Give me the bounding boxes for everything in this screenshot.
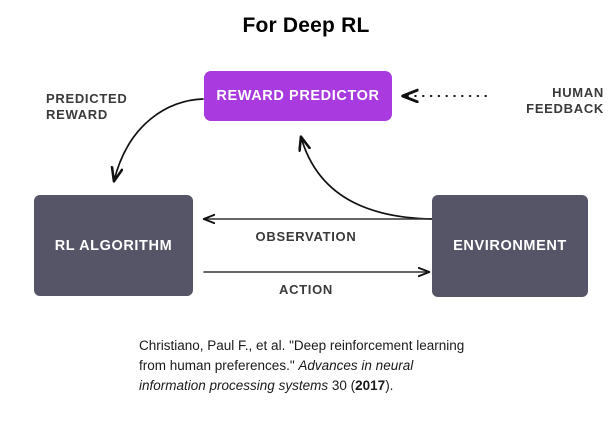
edge-label-human-feedback: HUMAN FEEDBACK bbox=[526, 85, 604, 116]
node-environment[interactable]: ENVIRONMENT bbox=[432, 195, 588, 297]
node-environment-label: ENVIRONMENT bbox=[453, 238, 567, 254]
citation-volume: 30 bbox=[331, 378, 347, 393]
node-reward-predictor[interactable]: REWARD PREDICTOR bbox=[204, 71, 392, 121]
edge-environment-to-predictor bbox=[301, 137, 434, 220]
citation-year-wrap: (2017). bbox=[350, 378, 394, 393]
edge-label-predicted-reward: PREDICTED REWARD bbox=[46, 91, 128, 122]
citation-year: 2017 bbox=[355, 378, 386, 393]
citation-text: Christiano, Paul F., et al. "Deep reinfo… bbox=[139, 336, 469, 396]
citation-venue: Advances in neural information processin… bbox=[139, 358, 414, 393]
edge-label-action: ACTION bbox=[278, 282, 334, 297]
page-title: For Deep RL bbox=[242, 14, 370, 37]
node-reward-predictor-label: REWARD PREDICTOR bbox=[216, 88, 380, 104]
citation-authors: Christiano, Paul F., et al. bbox=[139, 338, 286, 353]
node-rl-algorithm-label: RL ALGORITHM bbox=[54, 237, 173, 254]
citation-article-title: "Deep reinforcement learning from human … bbox=[139, 338, 465, 373]
edge-label-observation: OBSERVATION bbox=[255, 229, 357, 244]
node-rl-algorithm[interactable]: RL ALGORITHM bbox=[34, 195, 193, 296]
